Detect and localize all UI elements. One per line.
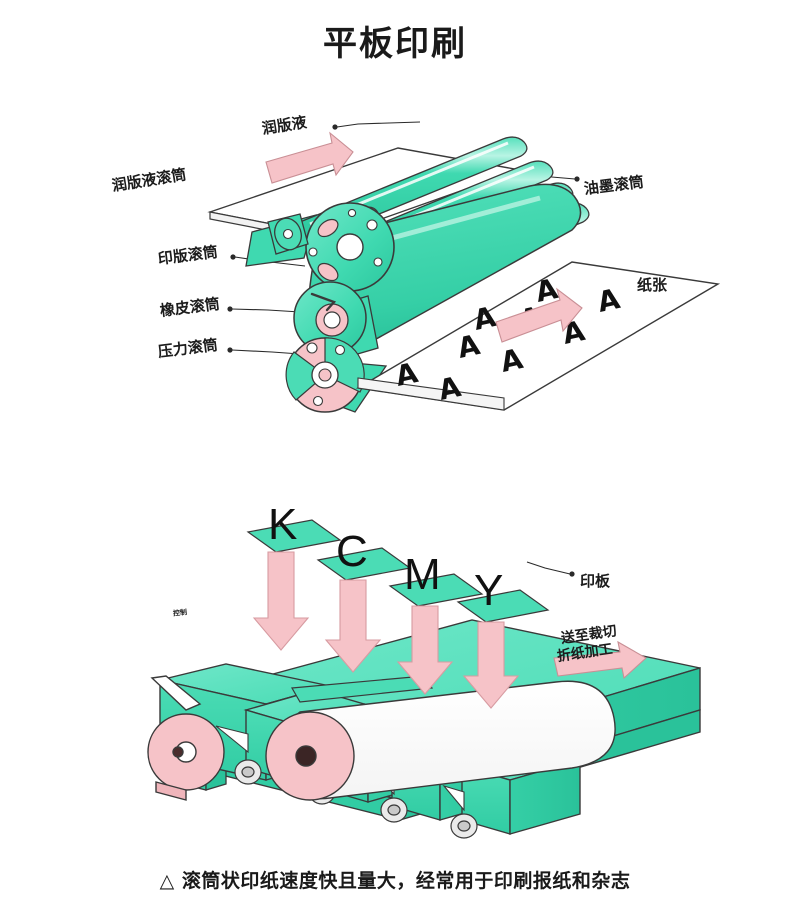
page-title: 平板印刷 [323,24,467,64]
output-arrow [553,640,647,680]
unit-roller-1 [234,759,262,785]
fountain-solution-flow-arrow [265,131,354,184]
plate-cylinder-face [305,202,395,292]
cmyk-letter-k: K [268,500,298,549]
caption-text: △ 滚筒状印纸速度快且量大，经常用于印刷报纸和杂志 [159,870,631,892]
plate-k [246,519,342,553]
label-printing-plate: 印板 [580,572,611,590]
paper-web-output [265,675,616,801]
ink-unit-arrow-m [396,605,454,695]
bottom-diagram-illustration [147,519,701,839]
plate-y [456,589,550,623]
ink-unit-arrow-k [252,551,310,651]
paper-feed-arrow [495,287,583,343]
plate-m [388,573,484,607]
plate-c [316,547,412,581]
impression-cylinder [285,337,388,413]
unit-roller-3 [380,797,408,823]
leader-dot-printing-plate [569,571,575,577]
paper-roll-input [147,675,225,801]
cmyk-letter-y: Y [474,566,504,615]
fountain-roller-small [267,213,309,255]
cmyk-letter-m: M [404,550,441,599]
control-panel-label: 控制 [172,608,188,618]
ink-unit-arrow-c [324,579,382,673]
top-diagram-illustration: A A A A A A A A A [207,121,721,413]
leader-line-printing-plate [526,561,571,575]
label-paper-sheet: 纸张 [637,276,668,294]
cmyk-letter-c: C [336,527,368,576]
unit-roller-4 [450,813,478,839]
ink-unit-arrows [252,551,520,709]
printing-plates [246,519,550,623]
printed-paper-sheet [355,261,721,411]
ink-unit-arrow-y [462,621,520,709]
